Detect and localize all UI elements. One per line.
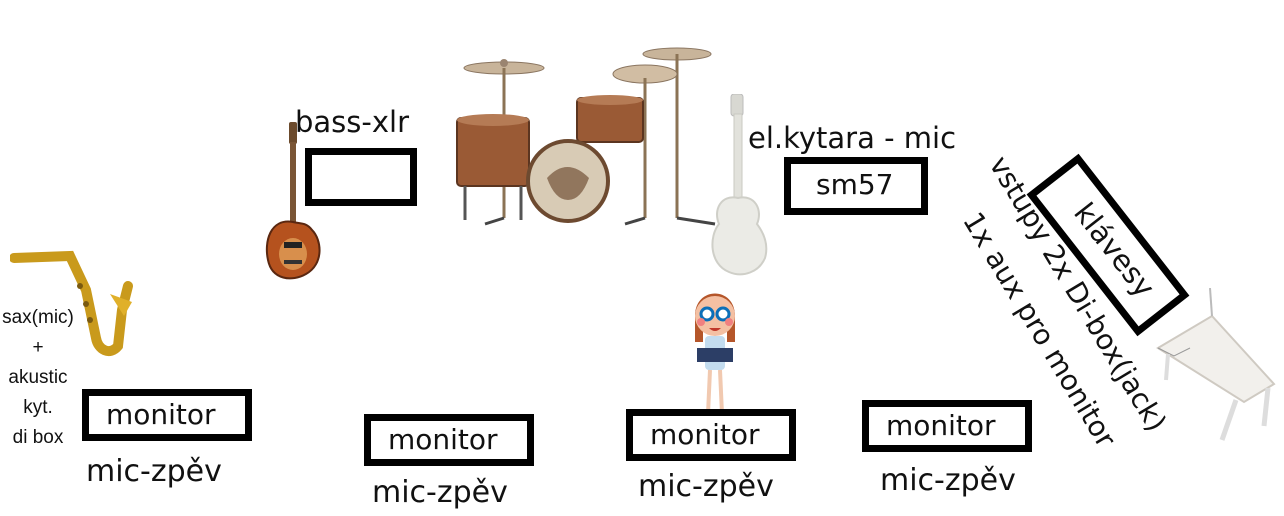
monitor-box: [364, 414, 534, 466]
mic-label: mic-zpěv: [86, 454, 222, 489]
mic-label: mic-zpěv: [372, 475, 508, 510]
monitor-box: [862, 400, 1032, 452]
sax-line: di box: [12, 427, 64, 448]
mic-label: mic-zpěv: [880, 463, 1016, 498]
saxophone-icon: [10, 250, 133, 356]
bass-label: bass-xlr: [295, 105, 410, 139]
monitor-label: monitor: [106, 398, 216, 431]
monitor-box: [626, 409, 796, 461]
singer-icon: [695, 293, 735, 418]
sax-line: kyt.: [23, 397, 53, 418]
bass-guitar-icon: [265, 122, 321, 280]
guitar-box-label: sm57: [816, 168, 894, 201]
sax-line: sax(mic): [2, 307, 74, 328]
bass-box: [305, 148, 417, 206]
mic-label: mic-zpěv: [638, 469, 774, 504]
monitor-box: [82, 389, 252, 441]
drum-kit-icon: [456, 47, 716, 226]
sax-label: sax(mic) + akustic kyt. di box: [0, 308, 76, 458]
electric-guitar-icon: [711, 94, 768, 276]
guitar-label: el.kytara - mic: [748, 121, 957, 155]
grand-piano-icon: [1156, 288, 1276, 441]
sax-line: akustic: [8, 367, 68, 388]
sax-line: +: [32, 337, 44, 358]
guitar-box: [784, 157, 928, 215]
monitor-label: monitor: [650, 418, 760, 451]
monitor-label: monitor: [388, 423, 498, 456]
monitor-label: monitor: [886, 409, 996, 442]
